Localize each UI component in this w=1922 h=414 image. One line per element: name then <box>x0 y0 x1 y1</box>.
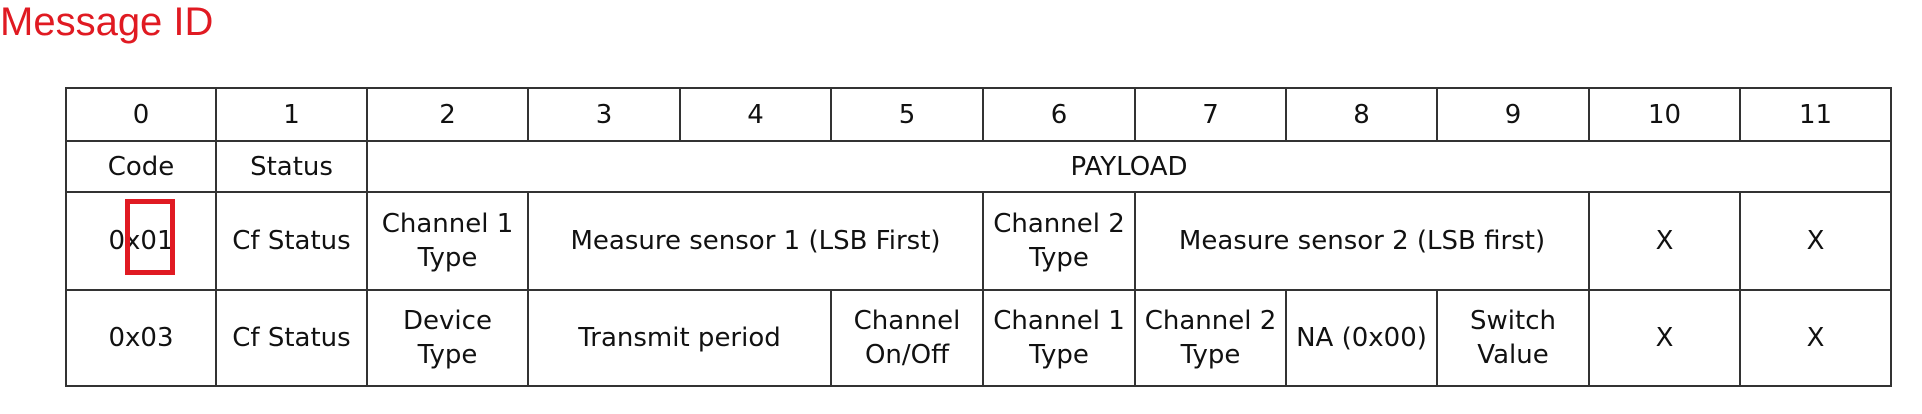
channel-2-type-cell: Channel 2 Type <box>982 191 1136 291</box>
code-cell: 0x01 <box>65 191 217 291</box>
code-cell: 0x03 <box>65 289 217 387</box>
byte-index: 8 <box>1285 87 1438 142</box>
message-frame-table: 0 1 2 3 4 5 6 7 8 9 10 11 Code Status PA… <box>65 87 1892 387</box>
status-cell: Cf Status <box>215 289 368 387</box>
message-row-0x03: 0x03 Cf Status Device Type Transmit peri… <box>65 289 1892 387</box>
byte-index: 5 <box>830 87 984 142</box>
switch-value-cell: Switch Value <box>1436 289 1590 387</box>
channel-1-type-cell: Channel 1 Type <box>982 289 1136 387</box>
byte-10-cell: X <box>1588 289 1741 387</box>
channel-2-type-cell: Channel 2 Type <box>1134 289 1287 387</box>
byte-index: 2 <box>366 87 529 142</box>
byte-index: 1 <box>215 87 368 142</box>
byte-11-cell: X <box>1739 289 1892 387</box>
code-value: 0x01 <box>108 226 174 256</box>
byte-index: 0 <box>65 87 217 142</box>
message-row-0x01: 0x01 Cf Status Channel 1 Type Measure se… <box>65 191 1892 291</box>
byte-index: 10 <box>1588 87 1741 142</box>
byte-index: 11 <box>1739 87 1892 142</box>
byte-11-cell: X <box>1739 191 1892 291</box>
byte-10-cell: X <box>1588 191 1741 291</box>
byte-index: 7 <box>1134 87 1287 142</box>
byte-index: 3 <box>527 87 681 142</box>
measure-sensor-1-cell: Measure sensor 1 (LSB First) <box>527 191 984 291</box>
na-cell: NA (0x00) <box>1285 289 1438 387</box>
page-title: Message ID <box>0 0 214 44</box>
channel-1-type-cell: Channel 1 Type <box>366 191 529 291</box>
code-label: Code <box>65 140 217 193</box>
device-type-cell: Device Type <box>366 289 529 387</box>
field-label-row: Code Status PAYLOAD <box>65 140 1892 193</box>
byte-index: 4 <box>679 87 832 142</box>
payload-label: PAYLOAD <box>366 140 1892 193</box>
byte-index: 6 <box>982 87 1136 142</box>
byte-index-row: 0 1 2 3 4 5 6 7 8 9 10 11 <box>65 87 1892 142</box>
status-label: Status <box>215 140 368 193</box>
measure-sensor-2-cell: Measure sensor 2 (LSB first) <box>1134 191 1590 291</box>
transmit-period-cell: Transmit period <box>527 289 832 387</box>
byte-index: 9 <box>1436 87 1590 142</box>
status-cell: Cf Status <box>215 191 368 291</box>
channel-on-off-cell: Channel On/Off <box>830 289 984 387</box>
